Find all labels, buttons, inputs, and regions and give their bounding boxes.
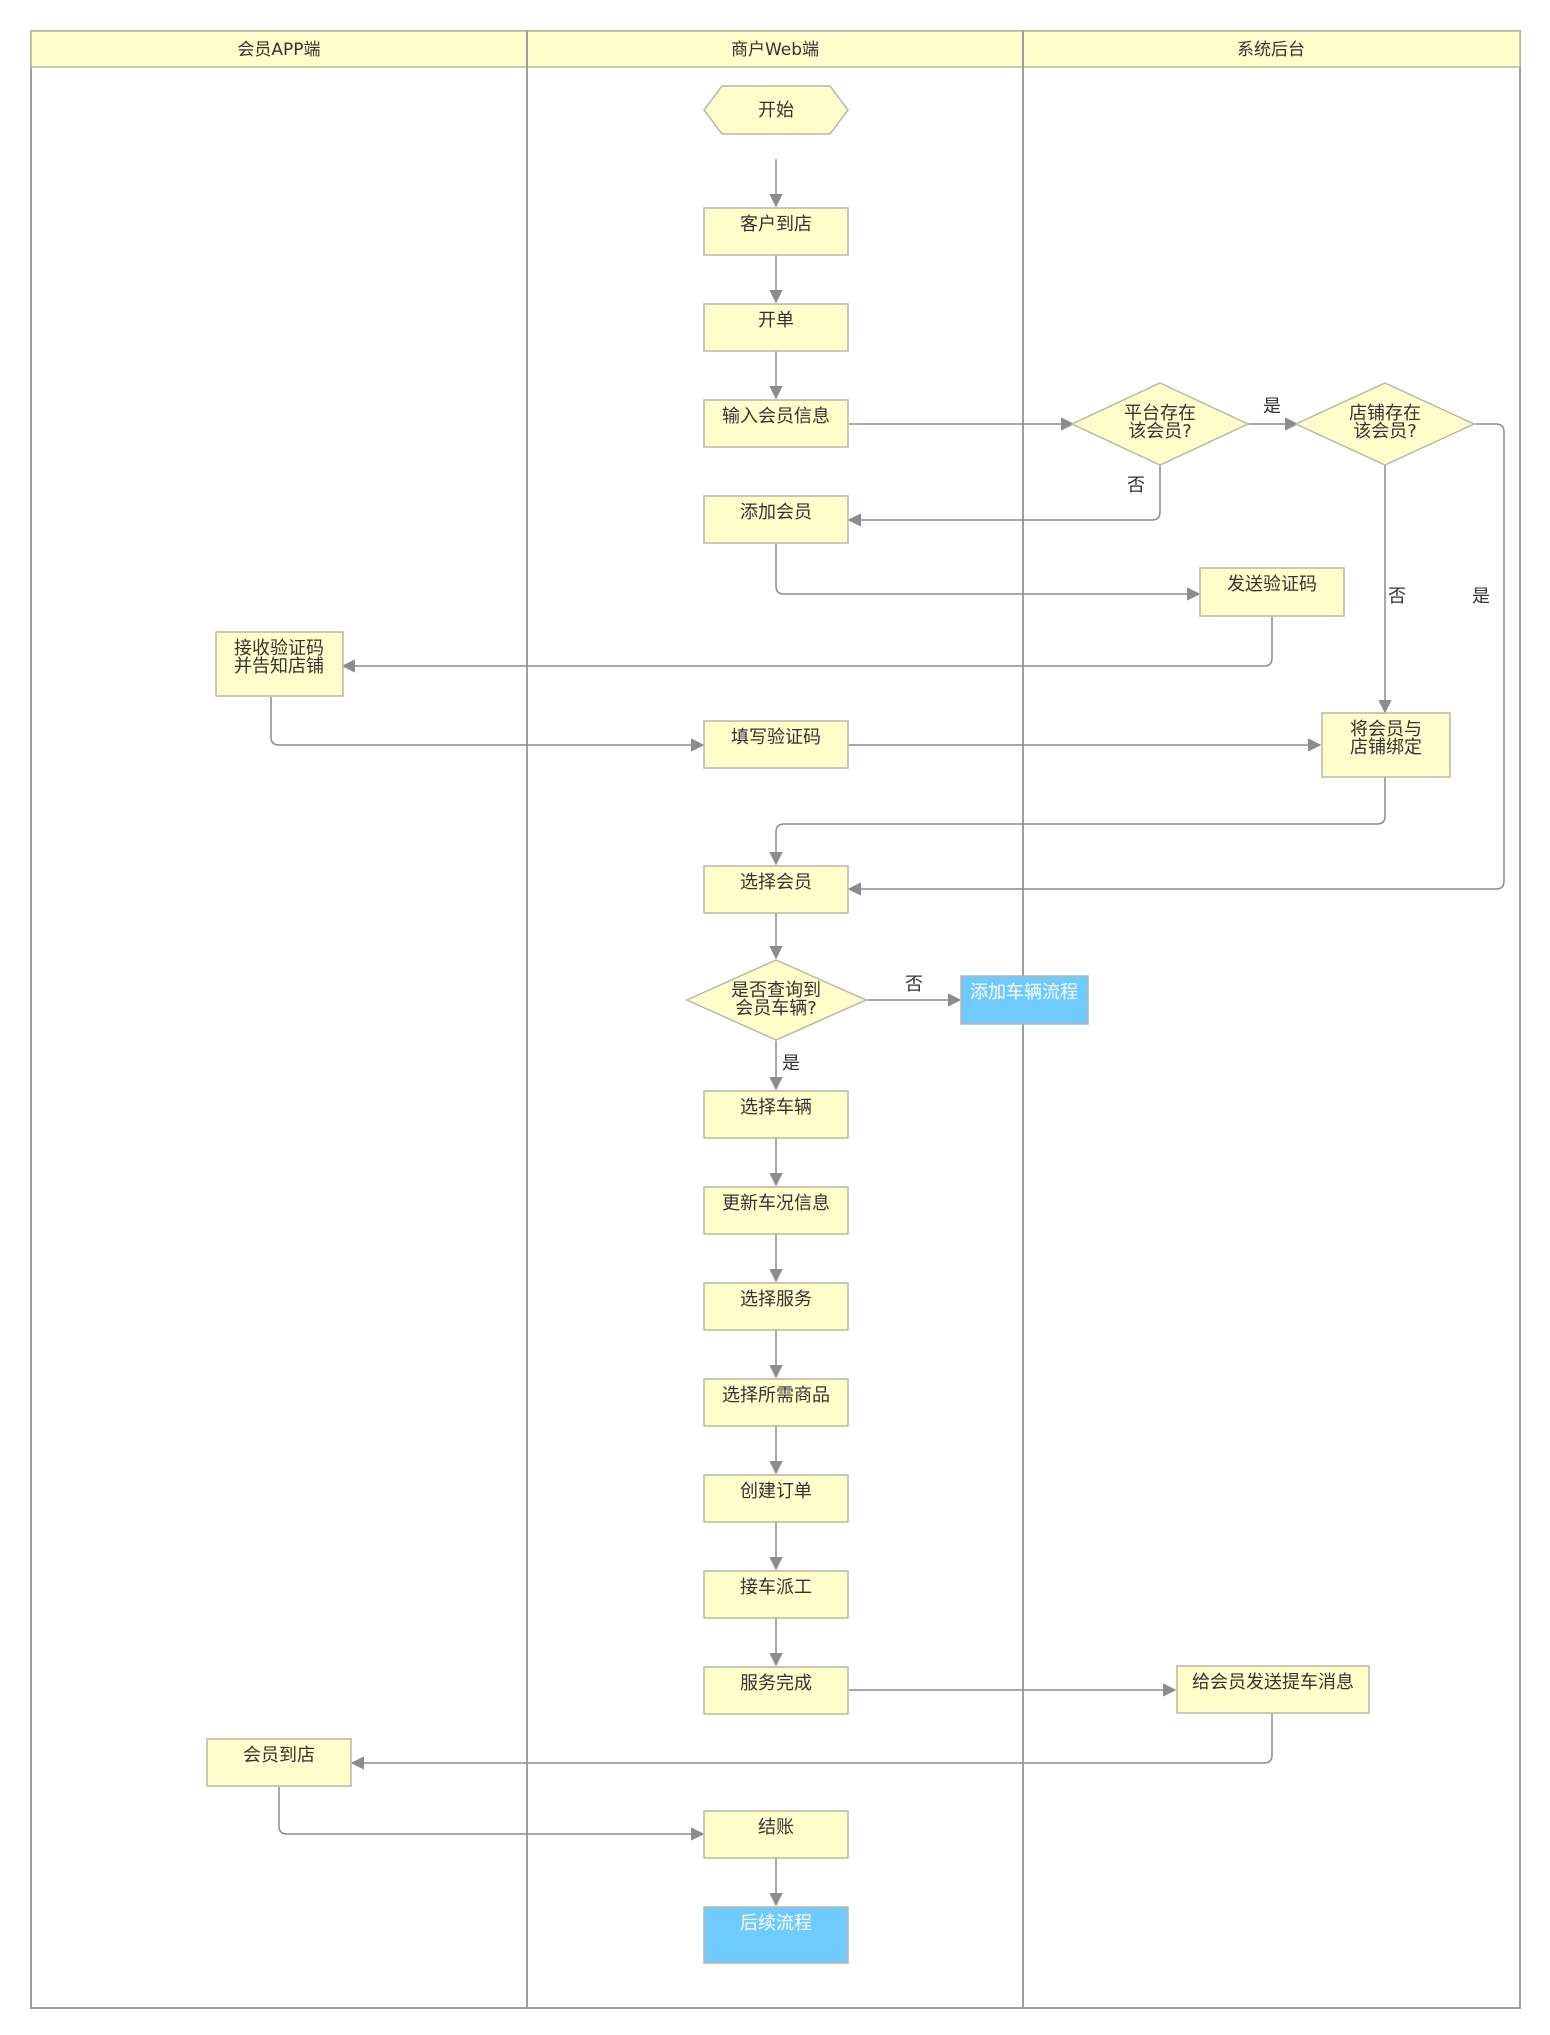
decision-store-has-member: 店铺存在 该会员? bbox=[1294, 382, 1476, 466]
process-label: 接车派工 bbox=[740, 1577, 812, 1598]
process-label: 后续流程 bbox=[740, 1913, 812, 1934]
nodes: 开始 客户到店 开单 输入会员信息 平台存在 该会员? 店铺存在 该会员? 添加… bbox=[206, 85, 1476, 1964]
process-label: 将会员与 bbox=[1350, 719, 1422, 740]
edge-add-member-to-send-code bbox=[775, 544, 1201, 601]
label-platform-no: 否 bbox=[1127, 475, 1145, 496]
edge-member-arrive-to-checkout bbox=[278, 1787, 705, 1841]
decision-label: 该会员? bbox=[1128, 421, 1192, 442]
decision-label: 店铺存在 bbox=[1349, 403, 1421, 424]
label-vehicle-yes: 是 bbox=[782, 1053, 800, 1074]
start-label: 开始 bbox=[758, 100, 794, 121]
process-send-code: 发送验证码 bbox=[1199, 567, 1345, 617]
process-add-vehicle-flow: 添加车辆流程 bbox=[960, 975, 1089, 1025]
process-open-order: 开单 bbox=[703, 303, 849, 352]
process-label: 添加会员 bbox=[740, 502, 812, 523]
lane-header-sys bbox=[1022, 30, 1521, 68]
process-checkout: 结账 bbox=[703, 1810, 849, 1859]
label-platform-yes: 是 bbox=[1263, 396, 1281, 417]
label-store-no: 否 bbox=[1388, 586, 1406, 607]
process-customer-arrive: 客户到店 bbox=[703, 207, 849, 256]
process-create-order: 创建订单 bbox=[703, 1474, 849, 1523]
lane-title-web: 商户Web端 bbox=[731, 40, 819, 60]
process-label: 输入会员信息 bbox=[722, 406, 830, 427]
process-label: 服务完成 bbox=[740, 1673, 812, 1694]
process-update-condition: 更新车况信息 bbox=[703, 1186, 849, 1235]
process-label: 结账 bbox=[758, 1817, 794, 1838]
process-label: 给会员发送提车消息 bbox=[1192, 1672, 1354, 1693]
lane-title-app: 会员APP端 bbox=[237, 40, 320, 60]
decision-label: 该会员? bbox=[1353, 421, 1417, 442]
decision-label: 会员车辆? bbox=[735, 998, 817, 1019]
process-label: 店铺绑定 bbox=[1350, 737, 1422, 758]
process-followup: 后续流程 bbox=[703, 1906, 849, 1964]
edge-store-yes-to-select-member bbox=[847, 423, 1505, 896]
process-label: 选择所需商品 bbox=[722, 1385, 830, 1406]
process-select-vehicle: 选择车辆 bbox=[703, 1090, 849, 1139]
process-select-member: 选择会员 bbox=[703, 865, 849, 914]
decision-vehicle-found: 是否查询到 会员车辆? bbox=[685, 959, 868, 1041]
process-label: 选择服务 bbox=[740, 1289, 812, 1310]
decision-platform-has-member: 平台存在 该会员? bbox=[1070, 382, 1250, 466]
process-pickup-message: 给会员发送提车消息 bbox=[1176, 1665, 1370, 1714]
process-service-done: 服务完成 bbox=[703, 1666, 849, 1715]
edge-pickup-msg-to-member-arrive bbox=[350, 1714, 1273, 1770]
process-receive-code: 接收验证码 并告知店铺 bbox=[215, 631, 344, 697]
edge-receive-to-fill-code bbox=[270, 697, 705, 752]
edge-send-code-to-receive bbox=[341, 617, 1273, 673]
process-label: 更新车况信息 bbox=[722, 1193, 830, 1214]
label-store-yes: 是 bbox=[1472, 586, 1490, 607]
connectors bbox=[270, 159, 1505, 1907]
process-member-arrive: 会员到店 bbox=[206, 1738, 352, 1787]
lane-header-web bbox=[526, 30, 1024, 68]
process-label: 客户到店 bbox=[740, 214, 812, 235]
process-label: 创建订单 bbox=[740, 1481, 812, 1502]
edge-platform-no-to-add-member bbox=[847, 465, 1161, 527]
process-label: 选择会员 bbox=[740, 872, 812, 893]
process-label: 会员到店 bbox=[243, 1745, 315, 1766]
process-label: 接收验证码 bbox=[234, 638, 324, 659]
process-select-goods: 选择所需商品 bbox=[703, 1378, 849, 1427]
process-label: 开单 bbox=[758, 310, 794, 331]
decision-label: 平台存在 bbox=[1124, 403, 1196, 424]
label-vehicle-no: 否 bbox=[905, 974, 923, 995]
process-fill-code: 填写验证码 bbox=[703, 720, 849, 769]
process-label: 添加车辆流程 bbox=[970, 982, 1078, 1003]
process-label: 发送验证码 bbox=[1227, 574, 1317, 595]
lane-title-sys: 系统后台 bbox=[1237, 40, 1305, 60]
process-label: 填写验证码 bbox=[731, 727, 821, 748]
process-bind-member: 将会员与 店铺绑定 bbox=[1321, 712, 1451, 778]
edge-labels: 是 否 否 是 否 是 bbox=[782, 396, 1490, 1074]
process-label: 并告知店铺 bbox=[234, 656, 324, 677]
process-select-service: 选择服务 bbox=[703, 1282, 849, 1331]
process-add-member: 添加会员 bbox=[703, 495, 849, 544]
start-node: 开始 bbox=[703, 85, 849, 135]
process-dispatch: 接车派工 bbox=[703, 1570, 849, 1619]
process-label: 选择车辆 bbox=[740, 1097, 812, 1118]
edge-bind-to-select-member bbox=[769, 777, 1386, 866]
process-input-member: 输入会员信息 bbox=[703, 399, 849, 448]
decision-label: 是否查询到 bbox=[731, 980, 821, 1001]
lane-header-app bbox=[30, 30, 528, 68]
